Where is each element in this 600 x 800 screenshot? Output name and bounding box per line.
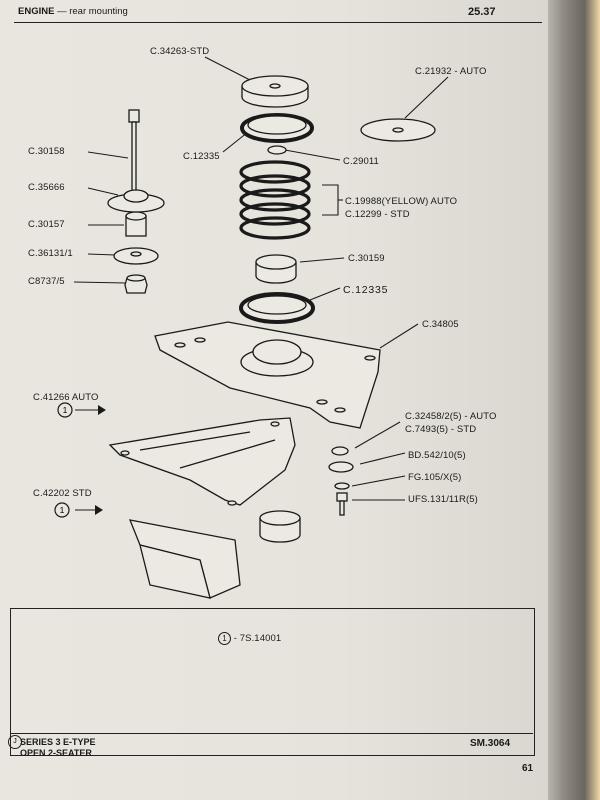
tab-washer-part bbox=[328, 461, 354, 473]
sleeve-part bbox=[125, 211, 147, 237]
spring-washer-part bbox=[334, 482, 350, 490]
footnote-text: - 7S.14001 bbox=[233, 633, 282, 644]
auto-bracket-part bbox=[108, 417, 296, 506]
part-label: C.35666 bbox=[28, 182, 65, 193]
section-name: ENGINE bbox=[18, 6, 55, 17]
part-label: C.30159 bbox=[348, 253, 385, 264]
part-label: C.34263-STD bbox=[150, 46, 210, 57]
part-label: C8737/5 bbox=[28, 276, 65, 287]
washer-part bbox=[331, 446, 349, 456]
callout-marker: 1 bbox=[63, 405, 68, 415]
callout-marker: 1 bbox=[218, 632, 231, 645]
jaguar-logo-icon: J bbox=[8, 735, 22, 749]
seat-ring-part bbox=[239, 292, 315, 324]
part-label: C.29011 bbox=[343, 156, 379, 167]
footer-rule bbox=[10, 733, 533, 734]
packing-disc-part bbox=[360, 118, 436, 142]
notes-box bbox=[10, 608, 535, 756]
part-label: C.30157 bbox=[28, 219, 65, 230]
part-label: UFS.131/11R(5) bbox=[408, 494, 478, 505]
part-label: C.12335 bbox=[183, 151, 220, 162]
rubber-pad-part bbox=[241, 75, 309, 108]
spacer-part bbox=[255, 254, 297, 284]
callout-marker-icon bbox=[54, 402, 73, 518]
nut-part bbox=[124, 274, 148, 294]
series-line-2: OPEN 2-SEATER bbox=[20, 748, 92, 758]
washer-part bbox=[267, 145, 287, 155]
setscrew-part bbox=[336, 492, 348, 516]
series-line-1: SERIES 3 E-TYPE bbox=[20, 737, 96, 747]
part-label: BD.542/10(5) bbox=[408, 450, 466, 461]
part-label: C.41266 AUTO bbox=[33, 392, 99, 403]
coil-spring-part bbox=[239, 160, 311, 240]
exploded-parts-diagram: 1 1 bbox=[54, 56, 449, 599]
mounting-cup-part bbox=[107, 189, 165, 213]
arrow-icon bbox=[98, 405, 106, 415]
part-label: C.7493(5) - STD bbox=[405, 424, 477, 435]
part-label: C.30158 bbox=[28, 146, 65, 157]
header-rule bbox=[14, 22, 542, 23]
manual-reference: SM.3064 bbox=[470, 738, 511, 749]
part-label: C.32458/2(5) - AUTO bbox=[405, 411, 497, 422]
part-label: C.12299 - STD bbox=[345, 209, 410, 220]
model-designation: SERIES 3 E-TYPE OPEN 2-SEATER bbox=[20, 737, 96, 759]
subsection-name: — rear mounting bbox=[57, 6, 128, 17]
mounting-plate-part bbox=[154, 321, 381, 429]
section-title: ENGINE — rear mounting bbox=[18, 6, 128, 17]
part-label: C.12335 bbox=[343, 284, 389, 296]
part-label: C.21932 - AUTO bbox=[415, 66, 487, 77]
part-label: C.42202 STD bbox=[33, 488, 92, 499]
plain-washer-part bbox=[113, 247, 159, 265]
bolt-part bbox=[128, 109, 140, 193]
part-label: C.19988(YELLOW) AUTO bbox=[345, 196, 458, 207]
page-reference: 25.37 bbox=[468, 6, 496, 18]
part-label: C.34805 bbox=[422, 319, 459, 330]
part-label: FG.105/X(5) bbox=[408, 472, 462, 483]
part-label: C.36131/1 bbox=[28, 248, 73, 259]
footnote: 1 - 7S.14001 bbox=[218, 632, 281, 645]
callout-marker: 1 bbox=[60, 505, 65, 515]
page-number: 61 bbox=[522, 763, 534, 774]
seat-ring-part bbox=[240, 113, 314, 143]
std-bracket-part bbox=[128, 510, 301, 599]
arrow-icon bbox=[95, 505, 103, 515]
book-binding bbox=[548, 0, 600, 800]
